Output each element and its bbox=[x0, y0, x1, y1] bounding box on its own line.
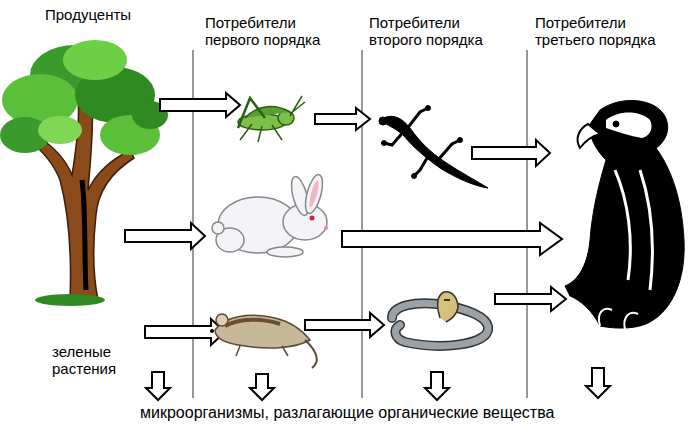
block-arrow-part bbox=[342, 223, 562, 255]
rabbit-part bbox=[324, 226, 328, 230]
lizard-part bbox=[458, 138, 463, 143]
block-arrow-part bbox=[305, 313, 384, 337]
eagle-part bbox=[599, 309, 638, 330]
lizard-part bbox=[384, 108, 460, 176]
rabbit bbox=[212, 173, 328, 257]
eagle bbox=[565, 100, 684, 330]
lizard-part bbox=[379, 117, 387, 125]
block-arrow-part bbox=[145, 319, 225, 345]
producer-caption: зеленые растения bbox=[52, 343, 134, 378]
eagle-part bbox=[578, 124, 600, 148]
lizard-part bbox=[382, 141, 387, 146]
down-arrow-part bbox=[250, 374, 274, 400]
grasshopper-part bbox=[245, 107, 290, 118]
eagle-part bbox=[606, 113, 652, 139]
column-heading: Продуценты bbox=[45, 6, 185, 23]
block-arrow-part bbox=[315, 108, 370, 130]
grasshopper bbox=[238, 96, 305, 142]
rat-part bbox=[215, 315, 310, 348]
block-arrow-part bbox=[160, 93, 240, 117]
rat bbox=[210, 314, 317, 368]
tree-part bbox=[82, 180, 86, 290]
eagle-part bbox=[565, 100, 684, 328]
block-arrow-part bbox=[495, 287, 566, 311]
rat-part bbox=[216, 314, 228, 326]
snake bbox=[392, 292, 488, 346]
rat-part bbox=[210, 329, 214, 333]
down-arrow-part bbox=[146, 372, 170, 400]
rabbit-part bbox=[212, 222, 224, 234]
column-heading: Потребители первого порядка bbox=[205, 14, 345, 49]
rat-part bbox=[225, 320, 280, 326]
column-divider bbox=[193, 50, 527, 398]
down-arrow-part bbox=[586, 368, 610, 398]
snake-part bbox=[444, 299, 450, 301]
rat-part bbox=[305, 340, 317, 368]
grasshopper-part bbox=[240, 96, 305, 142]
rat-part bbox=[236, 346, 288, 356]
rabbit-part bbox=[307, 180, 320, 209]
block-arrow-part bbox=[125, 223, 205, 249]
column-divider-part bbox=[527, 50, 528, 398]
eagle-part bbox=[615, 170, 652, 290]
down-arrow-part bbox=[425, 372, 449, 400]
lizard bbox=[379, 106, 488, 189]
rabbit-part bbox=[310, 216, 315, 221]
down-arrow bbox=[146, 368, 610, 400]
column-heading: Потребители второго порядка bbox=[369, 14, 509, 49]
snake-part bbox=[437, 292, 458, 322]
tree-part bbox=[35, 294, 105, 306]
block-arrow-part bbox=[472, 140, 550, 166]
lizard-part bbox=[426, 106, 431, 111]
eagle-part bbox=[613, 121, 619, 127]
lizard-part bbox=[380, 116, 488, 188]
tree-part bbox=[63, 40, 127, 80]
block-arrow bbox=[125, 93, 566, 345]
decomposer-caption: микроорганизмы, разлагающие органические… bbox=[140, 404, 554, 422]
rabbit-part bbox=[302, 173, 326, 215]
grasshopper-part bbox=[238, 98, 265, 128]
rabbit-part bbox=[267, 247, 303, 257]
column-divider-part bbox=[362, 50, 363, 398]
column-heading: Потребители третьего порядка bbox=[535, 14, 685, 49]
tree bbox=[0, 40, 168, 306]
tree-part bbox=[38, 116, 82, 144]
lizard-part bbox=[412, 174, 417, 179]
